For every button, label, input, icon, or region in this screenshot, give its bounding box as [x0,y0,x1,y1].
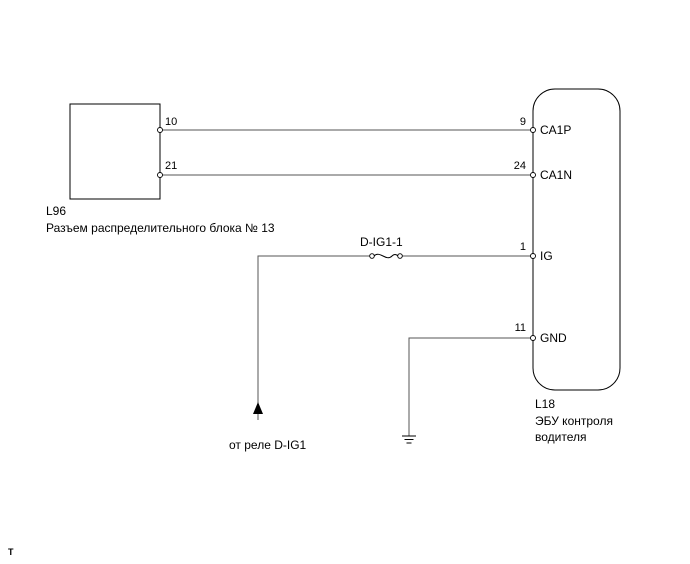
pin-number-l18-24: 24 [514,160,526,172]
fuse-label: D-IG1-1 [360,235,403,249]
connector-l96-box [69,103,161,200]
wire-gnd [408,337,531,436]
signal-ca1p: CA1P [540,123,571,137]
ecu-l18-name-line1: ЭБУ контроля [535,414,613,428]
terminal-l96-21 [157,172,163,178]
arrow-up-icon [253,402,263,414]
connector-l96-name: Разъем распределительного блока № 13 [46,221,275,235]
connector-l96-code: L96 [46,204,66,218]
terminal-l18-1 [530,253,536,259]
signal-gnd: GND [540,331,567,345]
ecu-l18-box [532,88,621,391]
pin-number-l18-9: 9 [520,116,526,128]
footer-mark: T [8,547,14,557]
terminal-l18-11 [530,335,536,341]
signal-ca1n: CA1N [540,168,572,182]
wire-ig-left [257,255,372,408]
pin-number-l18-1: 1 [520,241,526,253]
ecu-l18-name-line2: водителя [535,430,587,444]
pin-number-l18-11: 11 [515,322,526,334]
pin-number-l96-21: 21 [165,160,177,172]
ecu-l18-code: L18 [535,397,555,411]
fuse-terminal-right [397,253,403,259]
fuse-icon [373,253,399,259]
terminal-l96-10 [157,127,163,133]
ground-icon [402,435,416,444]
signal-ig: IG [540,249,553,263]
fuse-terminal-left [369,253,375,259]
pin-number-l96-10: 10 [165,116,177,128]
relay-source-label: от реле D-IG1 [229,438,307,452]
terminal-l18-24 [530,172,536,178]
terminal-l18-9 [530,127,536,133]
